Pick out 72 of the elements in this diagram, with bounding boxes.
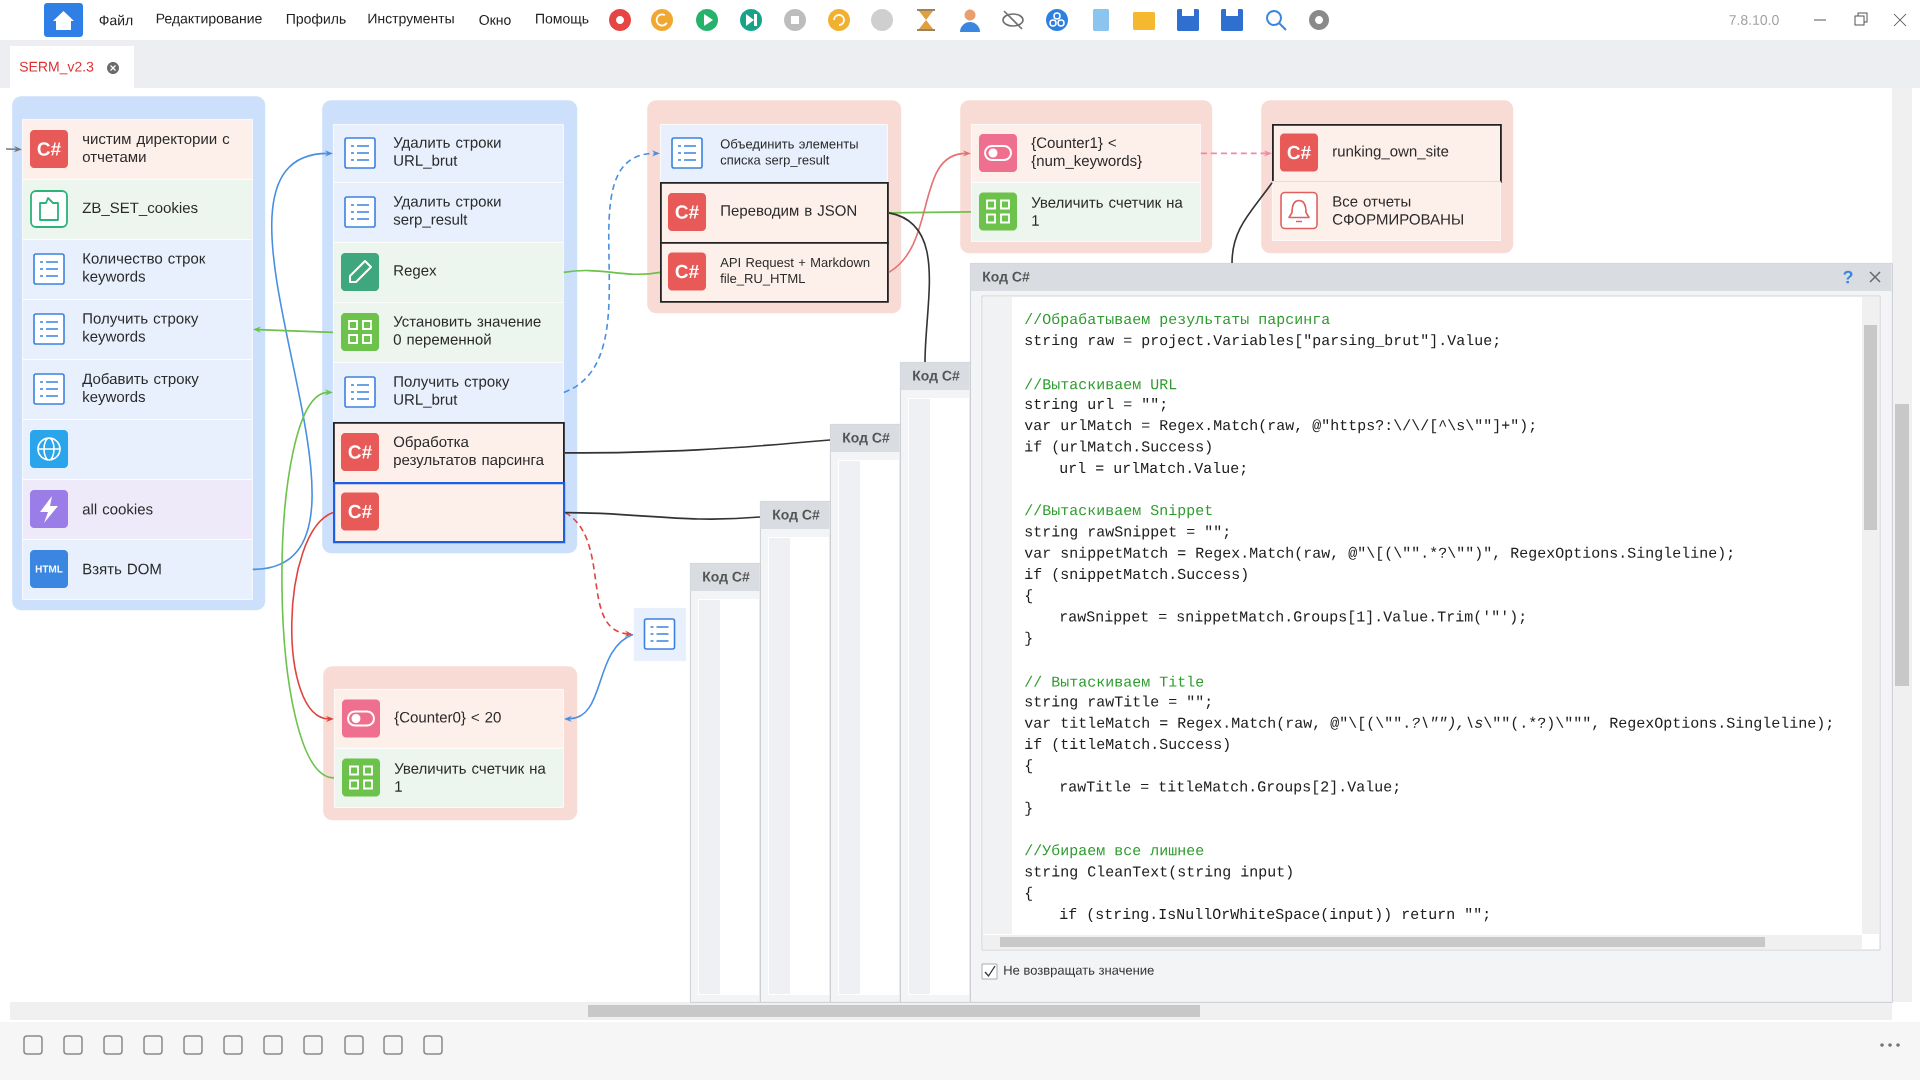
code-line: }	[1025, 801, 1032, 816]
action-block	[22, 419, 253, 480]
connector-line	[888, 211, 972, 214]
action-block: Regex	[333, 242, 564, 303]
action-block: HTML Взять DOM	[22, 539, 253, 600]
action-block: all cookies	[22, 479, 253, 540]
help-icon: ?	[1843, 270, 1853, 284]
connector-line	[564, 439, 831, 454]
code-line: if (snippetMatch.Success)	[1025, 568, 1247, 582]
code-line: //Убираем все лишнее	[1025, 844, 1204, 859]
code-line: var snippetMatch = Regex.Match(raw, @"\[(\"".*?\"")", RegexOptions.Singleline);	[1024, 546, 1732, 561]
code-line: //Вытаскиваем Snippet	[1025, 504, 1212, 519]
action-block: Установить значение 0 переменной	[333, 302, 564, 363]
action-block: Количество строк keywords	[22, 239, 253, 300]
menu-item: Файл	[99, 14, 133, 26]
code-line: url = urlMatch.Value;	[1060, 462, 1245, 476]
code-line: //Обрабатываем результаты парсинга	[1025, 312, 1330, 328]
connector-line	[563, 269, 661, 276]
code-window: Код C#	[900, 362, 971, 1003]
code-line: var urlMatch = Regex.Match(raw, @"https?:\/\/[^\s\""]+");	[1024, 419, 1534, 434]
action-block: Объединить элементы списка serp_result	[660, 124, 888, 183]
code-line: string rawSnippet = "";	[1025, 525, 1228, 540]
code-line: //Вытаскиваем URL	[1025, 378, 1177, 390]
code-line: {	[1025, 886, 1032, 901]
action-block: {Counter1} < {num_keywords}	[971, 124, 1201, 183]
code-line: string raw = project.Variables["parsing_brut"].Value;	[1025, 334, 1498, 349]
menu-item: Редактирование	[156, 13, 262, 27]
code-window: Код C#	[760, 501, 831, 1003]
code-line: // Вытаскиваем Title	[1025, 675, 1204, 687]
code-line: if (string.IsNullOrWhiteSpace(input)) return "";	[1060, 908, 1488, 922]
code-line: {	[1025, 759, 1032, 774]
action-block: ZB_SET_cookies	[22, 179, 253, 240]
action-block: {Counter0} < 20	[334, 689, 564, 749]
action-block	[633, 607, 687, 662]
script-block: C# API Request + Markdown file_RU_HTML	[660, 242, 889, 303]
action-block: Добавить строку keywords	[22, 359, 253, 420]
action-block: Увеличить счетчик на 1	[971, 182, 1201, 242]
action-block: Увеличить счетчик на 1	[334, 748, 564, 808]
connector-arrow	[290, 511, 334, 722]
action-block: Получить строку keywords	[22, 299, 253, 360]
script-block: C# Переводим в JSON	[660, 182, 889, 244]
code-line: if (urlMatch.Success)	[1025, 440, 1211, 455]
code-line: string rawTitle = "";	[1025, 695, 1210, 710]
menu-item: Профиль	[286, 13, 346, 27]
script-block: C# runking_own_site	[1272, 124, 1502, 183]
code-line: if (titleMatch.Success)	[1025, 738, 1229, 752]
code-line: }	[1025, 631, 1032, 646]
menu-item: Помощь	[536, 13, 589, 27]
script-block: C# Обработка результатов парсинга	[333, 422, 565, 484]
action-block: Все отчеты СФОРМИРОВАНЫ	[1272, 181, 1501, 241]
connector-arrow	[281, 389, 335, 779]
code-line: string url = "";	[1025, 398, 1165, 412]
code-line: var titleMatch = Regex.Match(raw, @"\[(\"".?\""),\s\""(.*?)\""", RegexOptions.Singleline);	[1024, 716, 1832, 731]
code-line: rawTitle = titleMatch.Groups[2].Value;	[1061, 780, 1398, 795]
connector-line	[1231, 182, 1273, 264]
code-window: Код C#	[830, 424, 901, 1003]
tab: SERM_v2.3	[10, 46, 134, 88]
menu-item: Инструменты	[368, 13, 454, 27]
code-line: string CleanText(string input)	[1025, 865, 1292, 880]
action-block: Получить строку URL_brut	[333, 362, 564, 423]
connector-line	[888, 212, 931, 363]
script-block	[333, 482, 566, 544]
checkbox: Не возвращать значение	[981, 963, 1154, 980]
code-line: {	[1025, 589, 1032, 604]
action-block: Удалить строки URL_brut	[333, 124, 564, 183]
script-block: C# чистим директории с отчетами	[22, 119, 253, 180]
action-block: Удалить строки serp_result	[333, 182, 564, 243]
connector-line	[564, 511, 761, 520]
version-number: 7.8.10.0	[1729, 15, 1779, 25]
code-line: rawSnippet = snippetMatch.Groups[1].Value.Trim('"');	[1061, 610, 1524, 625]
menu-item: Окно	[479, 15, 511, 25]
code-window: Код C#	[690, 563, 761, 1003]
